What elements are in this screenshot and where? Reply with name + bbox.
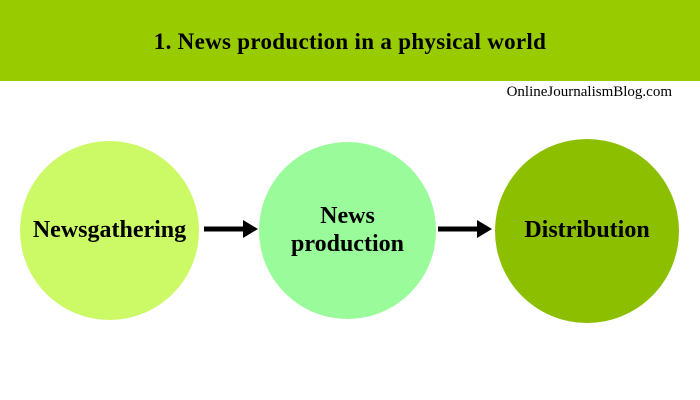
node-newsgathering: Newsgathering — [20, 141, 199, 320]
node-newsgathering-label: Newsgathering — [32, 216, 187, 243]
arrow-right-icon — [433, 213, 493, 245]
arrow-right-icon — [199, 213, 259, 245]
node-news-production: News production — [259, 142, 436, 319]
node-distribution: Distribution — [495, 139, 679, 323]
title-bar: 1. News production in a physical world — [0, 0, 700, 81]
page-title: 1. News production in a physical world — [153, 28, 547, 54]
node-distribution-label: Distribution — [524, 217, 650, 244]
site-credit: OnlineJournalismBlog.com — [506, 84, 672, 100]
node-news-production-label: News production — [291, 202, 404, 257]
